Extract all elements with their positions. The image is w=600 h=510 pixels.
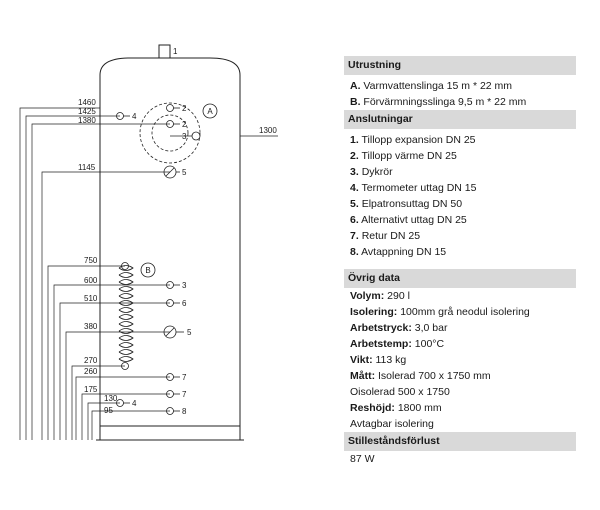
svg-text:2: 2 (182, 120, 187, 129)
dim-130: 130 (104, 394, 118, 403)
svg-text:7: 7 (182, 390, 187, 399)
coil-a-badge: A (202, 103, 218, 119)
list-item: B. Förvärmningsslinga 9,5 m * 22 mm (350, 96, 527, 108)
coil-b (118, 262, 134, 370)
list-item: Isolering: 100mm grå neodul isolering (350, 306, 530, 318)
svg-text:4: 4 (132, 399, 137, 408)
list-item: Vikt: 113 kg (350, 354, 407, 366)
dim-260: 260 (84, 367, 98, 376)
spec-panel: Utrustning A. Varmvattenslinga 15 m * 22… (344, 56, 576, 467)
dim-380: 380 (84, 322, 98, 331)
list-item: Arbetstemp: 100°C (350, 338, 445, 350)
list-item: 7. Retur DN 25 (350, 230, 421, 242)
list-item: Reshöjd: 1800 mm (350, 402, 442, 414)
dim-1460: 1460 (78, 98, 96, 107)
section-anslutningar-title: Anslutningar (344, 110, 576, 129)
dim-1145: 1145 (78, 163, 96, 172)
section-ovrig-title: Övrig data (344, 269, 576, 288)
coil-b-badge: B (140, 262, 156, 278)
list-item: Volym: 290 l (350, 290, 410, 302)
dim-270: 270 (84, 356, 98, 365)
section-stillestand-title: Stilleståndsförlust (344, 432, 576, 451)
svg-text:6: 6 (182, 299, 187, 308)
tank-diagram: 1 A B 1460 1425 1380 1300 (19, 44, 278, 441)
svg-text:2: 2 (182, 104, 187, 113)
svg-text:A: A (207, 107, 213, 116)
svg-text:B: B (145, 266, 150, 275)
ports (116, 104, 201, 415)
list-item: 8. Avtappning DN 15 (350, 246, 447, 258)
list-item: 5. Elpatronsuttag DN 50 (350, 198, 463, 210)
dim-1300: 1300 (259, 126, 277, 135)
svg-text:3: 3 (182, 132, 187, 141)
list-item: 2. Tillopp värme DN 25 (350, 150, 457, 162)
dim-175: 175 (84, 385, 98, 394)
dimension-labels: 1460 1425 1380 1300 1145 750 600 510 380… (78, 98, 277, 415)
svg-text:8: 8 (182, 407, 187, 416)
stillestand-value: 87 W (350, 453, 375, 465)
dim-1380: 1380 (78, 116, 96, 125)
svg-text:5: 5 (187, 328, 192, 337)
svg-text:4: 4 (132, 112, 137, 121)
dim-600: 600 (84, 276, 98, 285)
list-item: 4. Termometer uttag DN 15 (350, 182, 477, 194)
section-utrustning-title: Utrustning (344, 56, 576, 75)
list-item: Mått: Isolerad 700 x 1750 mm (350, 370, 491, 382)
list-item: 6. Alternativt uttag DN 25 (350, 214, 467, 226)
dim-510: 510 (84, 294, 98, 303)
svg-text:3: 3 (182, 281, 187, 290)
svg-text:7: 7 (182, 373, 187, 382)
dim-1425: 1425 (78, 107, 96, 116)
list-item: 1. Tillopp expansion DN 25 (350, 134, 476, 146)
dim-750: 750 (84, 256, 98, 265)
list-item: Arbetstryck: 3,0 bar (350, 322, 448, 334)
list-item: A. Varmvattenslinga 15 m * 22 mm (350, 80, 513, 92)
svg-text:5: 5 (182, 168, 187, 177)
tank-outline (96, 44, 244, 441)
port-numbers: 2 4 2 3 5 3 6 5 7 7 4 8 (132, 104, 192, 416)
list-item: Oisolerad 500 x 1750 (350, 386, 450, 398)
port-label-top: 1 (173, 47, 178, 56)
dimension-lines (19, 107, 278, 440)
list-item: Avtagbar isolering (350, 418, 434, 430)
list-item: 3. Dykrör (350, 166, 393, 178)
coil-a-region (139, 102, 201, 164)
dim-95: 95 (104, 406, 113, 415)
